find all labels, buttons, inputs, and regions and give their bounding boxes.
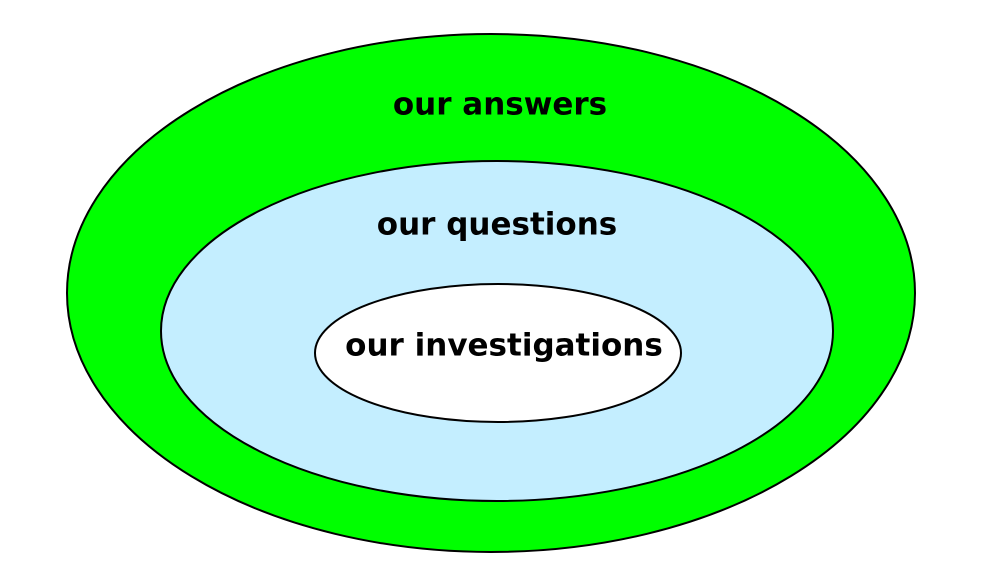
middle-label: our questions [377,207,617,243]
inner-ellipse [314,283,682,423]
inner-label: our investigations [345,328,663,364]
outer-label: our answers [393,87,607,123]
